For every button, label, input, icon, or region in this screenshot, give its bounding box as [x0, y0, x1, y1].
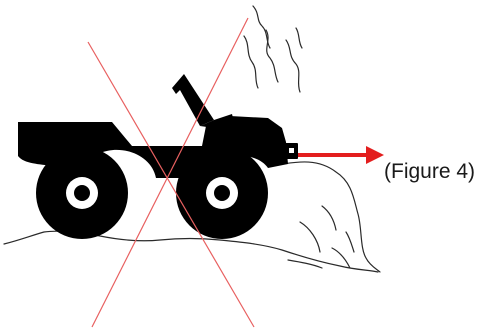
- off-road-vehicle-icon: [18, 74, 298, 239]
- figure-caption: (Figure 4): [384, 160, 475, 184]
- smoke-lines: [244, 6, 302, 92]
- front-wheel-hub: [74, 185, 90, 201]
- roll-bar: [172, 74, 214, 126]
- tow-hitch-slot: [289, 148, 294, 153]
- rear-wheel-hub: [214, 185, 230, 201]
- right-arrow-icon: [298, 146, 384, 164]
- ground-outline: [4, 231, 378, 272]
